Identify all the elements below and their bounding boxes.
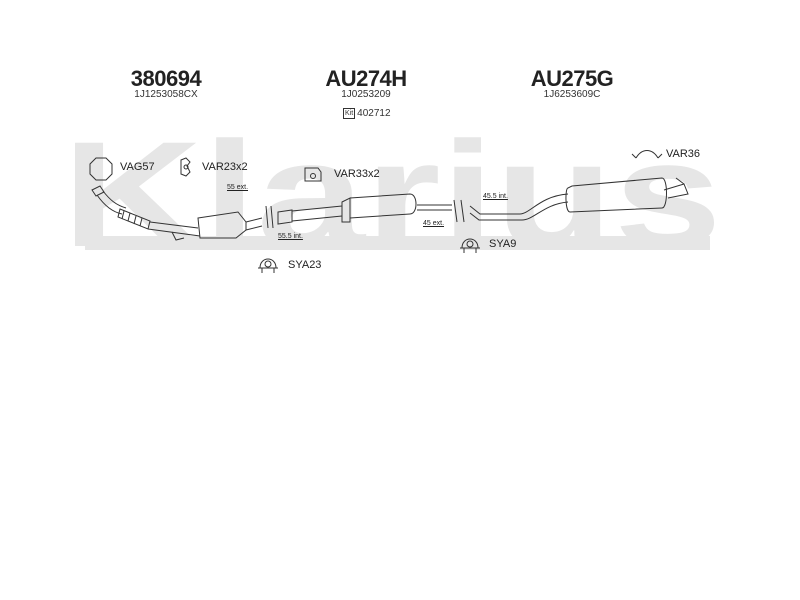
oe-number-3: 1J6253609C xyxy=(543,89,601,100)
rubber-mount-icon xyxy=(180,157,191,177)
part-number-3: AU275G xyxy=(530,66,614,91)
watermark-underline xyxy=(85,236,710,250)
kit-icon: Kit xyxy=(343,108,356,119)
joint-marks-2 xyxy=(453,199,465,223)
fitting-label-var36: VAR36 xyxy=(666,148,701,160)
dimension-45-ext: 45 ext. xyxy=(423,220,445,227)
rear-pipe-muffler xyxy=(469,177,689,221)
kit-reference: Kit 402712 xyxy=(343,108,391,119)
joint-marks-1 xyxy=(265,205,274,229)
front-pipe-catalyst xyxy=(91,185,263,241)
dimension-55-5-int: 55.5 int. xyxy=(278,233,303,240)
fitting-label-var33: VAR33x2 xyxy=(334,168,380,180)
fitting-label-vag57: VAG57 xyxy=(120,161,155,173)
gasket-icon xyxy=(89,157,113,181)
dimension-45-5-int: 45.5 int. xyxy=(483,193,508,200)
fitting-label-sya23: SYA23 xyxy=(288,259,322,271)
part-number-2: AU274H xyxy=(325,66,407,91)
bracket-icon xyxy=(304,167,322,182)
kit-code: 402712 xyxy=(357,108,391,119)
dimension-55-ext: 55 ext. xyxy=(227,184,249,191)
oe-number-1: 1J1253058CX xyxy=(134,89,198,100)
fitting-label-var23: VAR23x2 xyxy=(202,161,248,173)
fitting-label-sya9: SYA9 xyxy=(489,238,517,250)
oe-number-2: 1J0253209 xyxy=(341,89,391,100)
clamp-icon-sya9 xyxy=(460,238,480,253)
clamp-icon-sya23 xyxy=(258,258,278,273)
part-number-1: 380694 xyxy=(130,66,202,91)
hanger-icon xyxy=(631,150,663,159)
middle-pipe-silencer xyxy=(277,193,452,225)
